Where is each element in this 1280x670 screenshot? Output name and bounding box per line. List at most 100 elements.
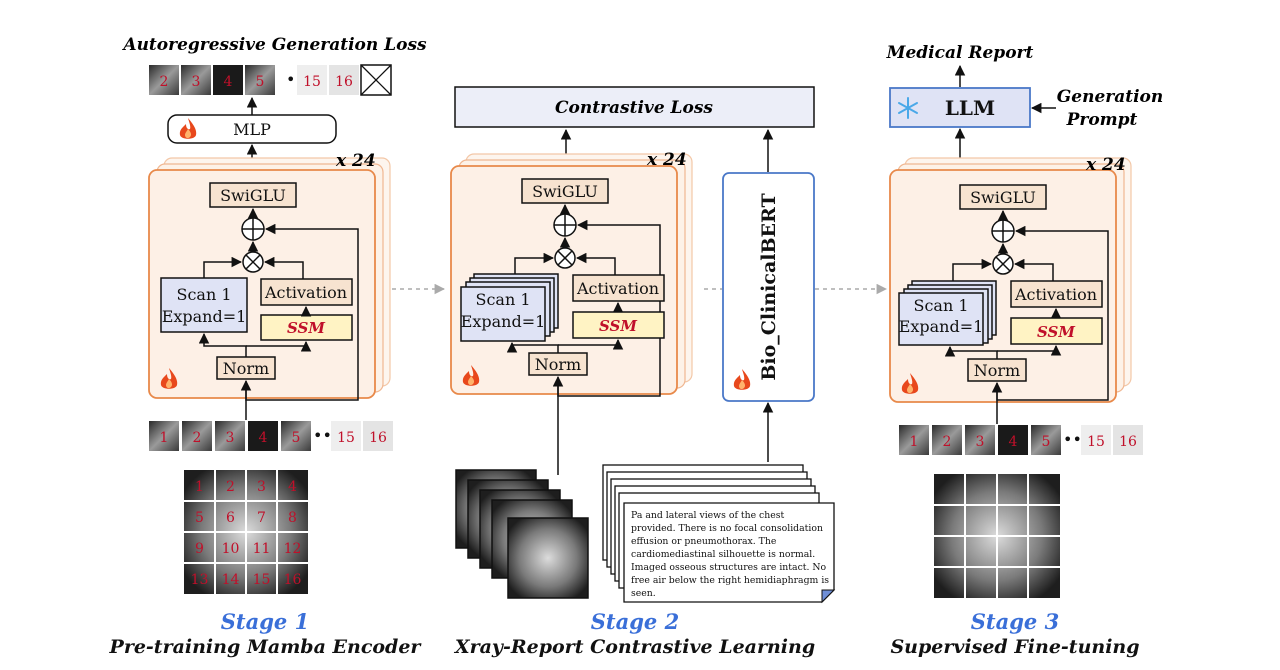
stage1-subtitle: Pre-training Mamba Encoder xyxy=(109,636,423,658)
grid-patch-number: 8 xyxy=(288,510,297,526)
stage2-text-encoder-label: Bio_ClinicalBERT xyxy=(758,193,780,380)
stage2-norm-label: Norm xyxy=(535,355,581,374)
token-label: 4 xyxy=(259,430,268,446)
grid-patch-number: 11 xyxy=(253,541,271,557)
token-label: 2 xyxy=(160,74,169,90)
token-image xyxy=(245,65,275,95)
stage1-mlp-box xyxy=(167,114,337,144)
stage1-activation-label: Activation xyxy=(264,283,347,302)
grid-patch-number: 13 xyxy=(191,572,209,588)
grid-patch-number: 10 xyxy=(222,541,240,557)
stage3-activation-box xyxy=(1010,280,1103,308)
token-image xyxy=(297,65,327,95)
stage3-ssm-label: SSM xyxy=(1037,323,1075,341)
token-label: 15 xyxy=(337,430,355,446)
token-label: 2 xyxy=(193,430,202,446)
stage2-loss-box xyxy=(454,86,815,128)
stage1-scan-line2: Expand=1 xyxy=(162,307,247,326)
stage3-llm-label: LLM xyxy=(945,96,995,120)
stage1-ssm-label: SSM xyxy=(287,319,325,337)
stage3-subtitle: Supervised Fine-tuning xyxy=(890,636,1139,658)
grid-patch-number: 12 xyxy=(284,541,302,557)
grid-patch-number: 9 xyxy=(195,541,204,557)
stage1-activation-box xyxy=(260,278,353,306)
stage3-input-tokens: 1 2 3 4 5 ••• 15 16 xyxy=(899,425,1143,455)
crossed-box-icon xyxy=(360,64,392,96)
stage2-scan-line2: Expand=1 xyxy=(461,312,546,331)
token-image xyxy=(213,65,243,95)
stage2-scan-stack xyxy=(460,273,559,342)
token-label: 4 xyxy=(1009,434,1018,450)
grid-patch-number: 5 xyxy=(195,510,204,526)
stage2-ssm-label: SSM xyxy=(599,317,637,335)
stage1-swiglu-label: SwiGLU xyxy=(220,186,286,205)
token-label: 16 xyxy=(369,430,387,446)
token-label: 1 xyxy=(160,430,169,446)
token-label: 4 xyxy=(224,74,233,90)
stage3-scan-line2: Expand=1 xyxy=(899,317,984,336)
snowflake-icon xyxy=(898,97,918,119)
token-label: 3 xyxy=(976,434,985,450)
report-line: Imaged osseous structures are intact. No xyxy=(631,562,827,573)
grid-patch-number: 3 xyxy=(257,479,266,495)
stage1-repeat-label: x 24 xyxy=(335,151,376,171)
token-label: 3 xyxy=(192,74,201,90)
stage1-mlp-label: MLP xyxy=(233,120,271,139)
token-image xyxy=(181,65,211,95)
stage1-title: Stage 1 xyxy=(221,609,309,634)
stage1: Autoregressive Generation Loss 2 3 4 5 •… xyxy=(109,35,428,658)
stage3-norm-label: Norm xyxy=(974,361,1020,380)
report-line: effusion or pneumothorax. The xyxy=(631,536,777,547)
token-label: 15 xyxy=(1087,434,1105,450)
grid-patch-number: 6 xyxy=(226,510,235,526)
stage2-swiglu-label: SwiGLU xyxy=(532,182,598,201)
token-label: 16 xyxy=(335,74,353,90)
stage2-report-text: Pa and lateral views of the chest provid… xyxy=(631,510,829,599)
token-label: 1 xyxy=(910,434,919,450)
grid-patch-number: 16 xyxy=(284,572,302,588)
stage3-llm-box xyxy=(889,87,1031,128)
stage1-output-tokens: 2 3 4 5 ••• 15 16 xyxy=(149,64,392,96)
report-line: free air below the right hemidiaphragm i… xyxy=(631,575,829,586)
stage2-title: Stage 2 xyxy=(591,609,679,634)
stage2-subtitle: Xray-Report Contrastive Learning xyxy=(454,636,815,658)
stage2-activation-box xyxy=(572,274,665,302)
stage3-prompt-line1: Generation xyxy=(1057,87,1164,107)
grid-patch-number: 7 xyxy=(257,510,266,526)
token-label: 15 xyxy=(303,74,321,90)
stage3-activation-label: Activation xyxy=(1014,285,1097,304)
stage1-loss-title: Autoregressive Generation Loss xyxy=(121,35,427,55)
stage3-xray-grid xyxy=(934,474,1060,598)
token-label: 5 xyxy=(1042,434,1051,450)
stage3-scan-stack xyxy=(898,280,997,346)
grid-patch-number: 2 xyxy=(226,479,235,495)
stage3-output-title: Medical Report xyxy=(886,43,1034,63)
stage2-text-encoder-box xyxy=(722,172,815,402)
stage2-scan-line1: Scan 1 xyxy=(475,290,530,309)
stage3-swiglu-box xyxy=(959,184,1047,210)
stage2-repeat-label: x 24 xyxy=(646,150,687,170)
stage1-swiglu-box xyxy=(209,182,297,208)
token-label: 2 xyxy=(943,434,952,450)
stage2-activation-label: Activation xyxy=(576,279,659,298)
token-image xyxy=(329,65,359,95)
stage2: Contrastive Loss x 24 SwiGLU Scan 1 Expa… xyxy=(450,86,836,658)
stage3-title: Stage 3 xyxy=(971,609,1059,634)
token-label: 5 xyxy=(256,74,265,90)
token-label: 16 xyxy=(1119,434,1137,450)
stage1-input-tokens: 1 2 3 4 5 ••• 15 16 xyxy=(149,421,393,451)
report-line: cardiomediastinal silhouette is normal. xyxy=(631,549,815,560)
grid-patch-number: 14 xyxy=(222,572,240,588)
token-image xyxy=(149,65,179,95)
report-line: seen. xyxy=(631,588,656,599)
report-line: provided. There is no focal consolidatio… xyxy=(631,523,823,534)
grid-patch-number: 15 xyxy=(253,572,271,588)
grid-patch-number: 1 xyxy=(195,479,204,495)
stage1-scan-line1: Scan 1 xyxy=(176,285,231,304)
stage1-ssm-box xyxy=(260,314,353,341)
stage2-ssm-box xyxy=(572,311,665,339)
stage2-loss-title: Contrastive Loss xyxy=(555,98,713,118)
